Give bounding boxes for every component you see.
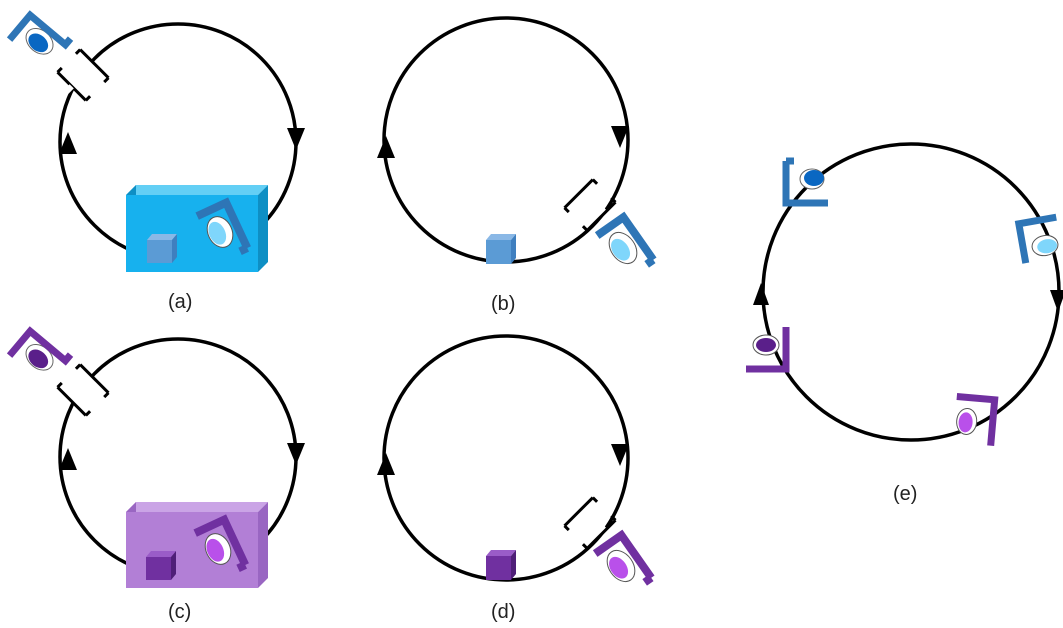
arrowhead-icon xyxy=(611,444,629,466)
capacitor-icon xyxy=(56,48,110,102)
panel-b: (b) xyxy=(377,16,657,315)
panel-a: (a) xyxy=(6,10,305,313)
enclosure-box-icon xyxy=(126,502,268,588)
arrowhead-icon xyxy=(753,283,769,305)
cube-icon xyxy=(146,551,176,580)
cube-icon xyxy=(486,550,516,580)
eye-sensor-icon xyxy=(746,327,790,373)
arrowhead-icon xyxy=(377,453,395,475)
eye-sensor-icon xyxy=(6,10,74,55)
enclosure-box-icon xyxy=(126,185,268,272)
eye-sensor-icon xyxy=(1014,213,1059,264)
eye-sensor-icon xyxy=(594,211,657,268)
cube-icon xyxy=(486,234,516,264)
panel-label: (e) xyxy=(893,483,917,505)
capacitor-icon xyxy=(56,363,110,417)
panel-c: (c) xyxy=(6,326,305,623)
panel-label: (a) xyxy=(168,291,192,313)
arrowhead-icon xyxy=(287,128,305,150)
panel-e: (e) xyxy=(746,142,1063,505)
eye-sensor-icon xyxy=(193,514,249,572)
panel-label: (c) xyxy=(168,601,191,623)
eye-sensor-icon xyxy=(6,326,74,371)
arrowhead-icon xyxy=(59,132,77,154)
panel-label: (d) xyxy=(491,601,515,623)
capacitor-icon xyxy=(563,178,617,232)
eye-sensor-icon xyxy=(956,393,999,446)
arrowhead-icon xyxy=(377,136,395,158)
eye-sensor-icon xyxy=(782,157,828,207)
arrowhead-icon xyxy=(611,126,629,148)
panel-label: (b) xyxy=(491,293,515,315)
arrowhead-icon xyxy=(59,448,77,470)
cube-icon xyxy=(147,234,177,263)
arrowhead-icon xyxy=(287,443,305,465)
capacitor-icon xyxy=(563,496,617,550)
panel-d: (d) xyxy=(377,334,655,623)
arrowhead-icon xyxy=(1050,290,1063,312)
eye-sensor-icon xyxy=(592,529,655,586)
eye-sensor-icon xyxy=(195,197,251,255)
